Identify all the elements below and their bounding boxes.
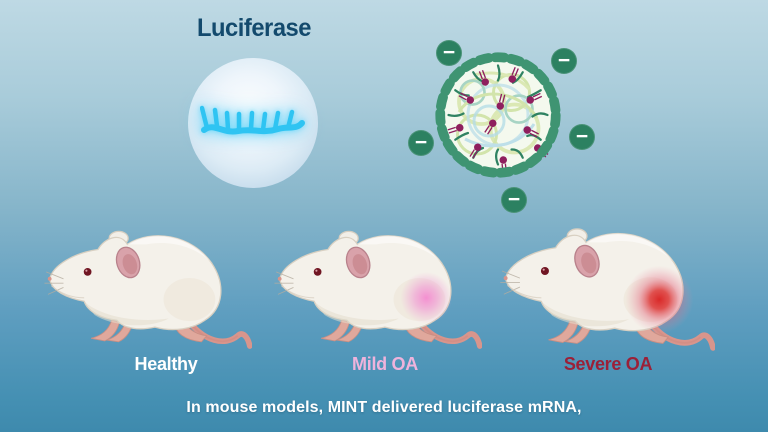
- severe-inflammation-glow: [625, 265, 694, 334]
- label-severe-oa: Severe OA: [563, 354, 653, 374]
- lipid-heads: [447, 67, 549, 173]
- lipid-nanoparticle-icon: [435, 52, 561, 178]
- mrna-strand-icon: [200, 105, 305, 135]
- label-mild-oa: Mild OA: [352, 354, 418, 374]
- caption-text: In mouse models, MINT delivered lucifera…: [186, 399, 582, 416]
- luciferase-bubble: [188, 58, 318, 188]
- mouse-severe-oa: [500, 212, 715, 355]
- label-healthy: Healthy: [134, 354, 198, 374]
- negative-charge-icon: −: [551, 48, 577, 74]
- luciferase-title: Luciferase: [196, 14, 312, 42]
- mouse-mild-oa: [274, 215, 482, 353]
- mild-inflammation-glow: [400, 271, 453, 324]
- negative-charge-icon: −: [569, 124, 595, 150]
- mouse-healthy: [44, 215, 252, 353]
- negative-charge-icon: −: [436, 40, 462, 66]
- negative-charge-icon: −: [501, 187, 527, 213]
- negative-charge-icon: −: [408, 130, 434, 156]
